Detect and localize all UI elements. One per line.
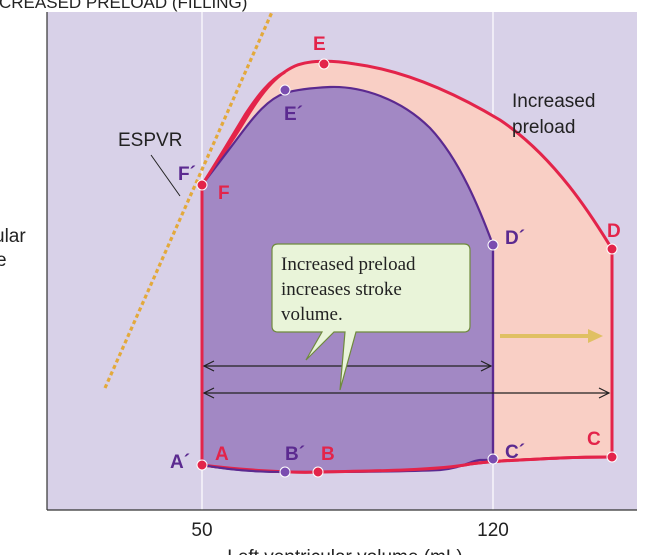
- y-axis-label-line-1: ular: [0, 226, 26, 247]
- label-D: D: [607, 221, 621, 242]
- point-E-prime: [279, 84, 291, 96]
- callout-line-1: Increased preload: [281, 254, 416, 275]
- point-B-prime: [279, 466, 291, 478]
- increased-preload-label-2: preload: [512, 117, 575, 138]
- increased-loop-isovolumic-top: [200, 70, 286, 186]
- point-D: [606, 243, 618, 255]
- point-A: [196, 459, 208, 471]
- callout-bubble: [271, 243, 471, 391]
- y-axis-label-line-2: e: [0, 250, 7, 271]
- label-B-prime: B´: [285, 444, 305, 465]
- label-B: B: [321, 444, 335, 465]
- callout-line-2: increases stroke: [281, 279, 402, 300]
- point-F: [196, 179, 208, 191]
- label-C: C: [587, 429, 601, 450]
- point-C: [606, 451, 618, 463]
- stroke-volume-arrow-increased: [202, 387, 611, 399]
- callout-line-3: volume.: [281, 304, 343, 325]
- point-B: [312, 466, 324, 478]
- espvr-label: ESPVR: [118, 130, 182, 151]
- increased-preload-label-1: Increased: [512, 91, 595, 112]
- x-tick-50: 50: [191, 520, 212, 541]
- label-C-prime: C´: [505, 442, 525, 463]
- callout: Increased preload increases stroke volum…: [271, 243, 471, 391]
- label-E-prime: E´: [284, 104, 303, 125]
- label-F-prime: F´: [178, 164, 196, 185]
- label-A-prime: A´: [170, 452, 190, 473]
- point-D-prime: [487, 239, 499, 251]
- stroke-volume-arrow-baseline: [202, 360, 493, 372]
- espvr-leader: [150, 154, 181, 197]
- label-A: A: [215, 444, 229, 465]
- preload-shift-arrow: [500, 329, 603, 343]
- point-C-prime: [487, 453, 499, 465]
- baseline-loop-bottom: [201, 464, 286, 473]
- x-axis-label: Left ventricular volume (mL): [227, 547, 462, 555]
- x-tick-120: 120: [477, 520, 509, 541]
- figure-title: INCREASED PRELOAD (FILLING): [0, 0, 247, 12]
- label-D-prime: D´: [505, 228, 525, 249]
- point-E: [318, 58, 330, 70]
- label-E: E: [313, 34, 326, 55]
- espvr-line: [103, 12, 274, 389]
- label-F: F: [218, 183, 230, 204]
